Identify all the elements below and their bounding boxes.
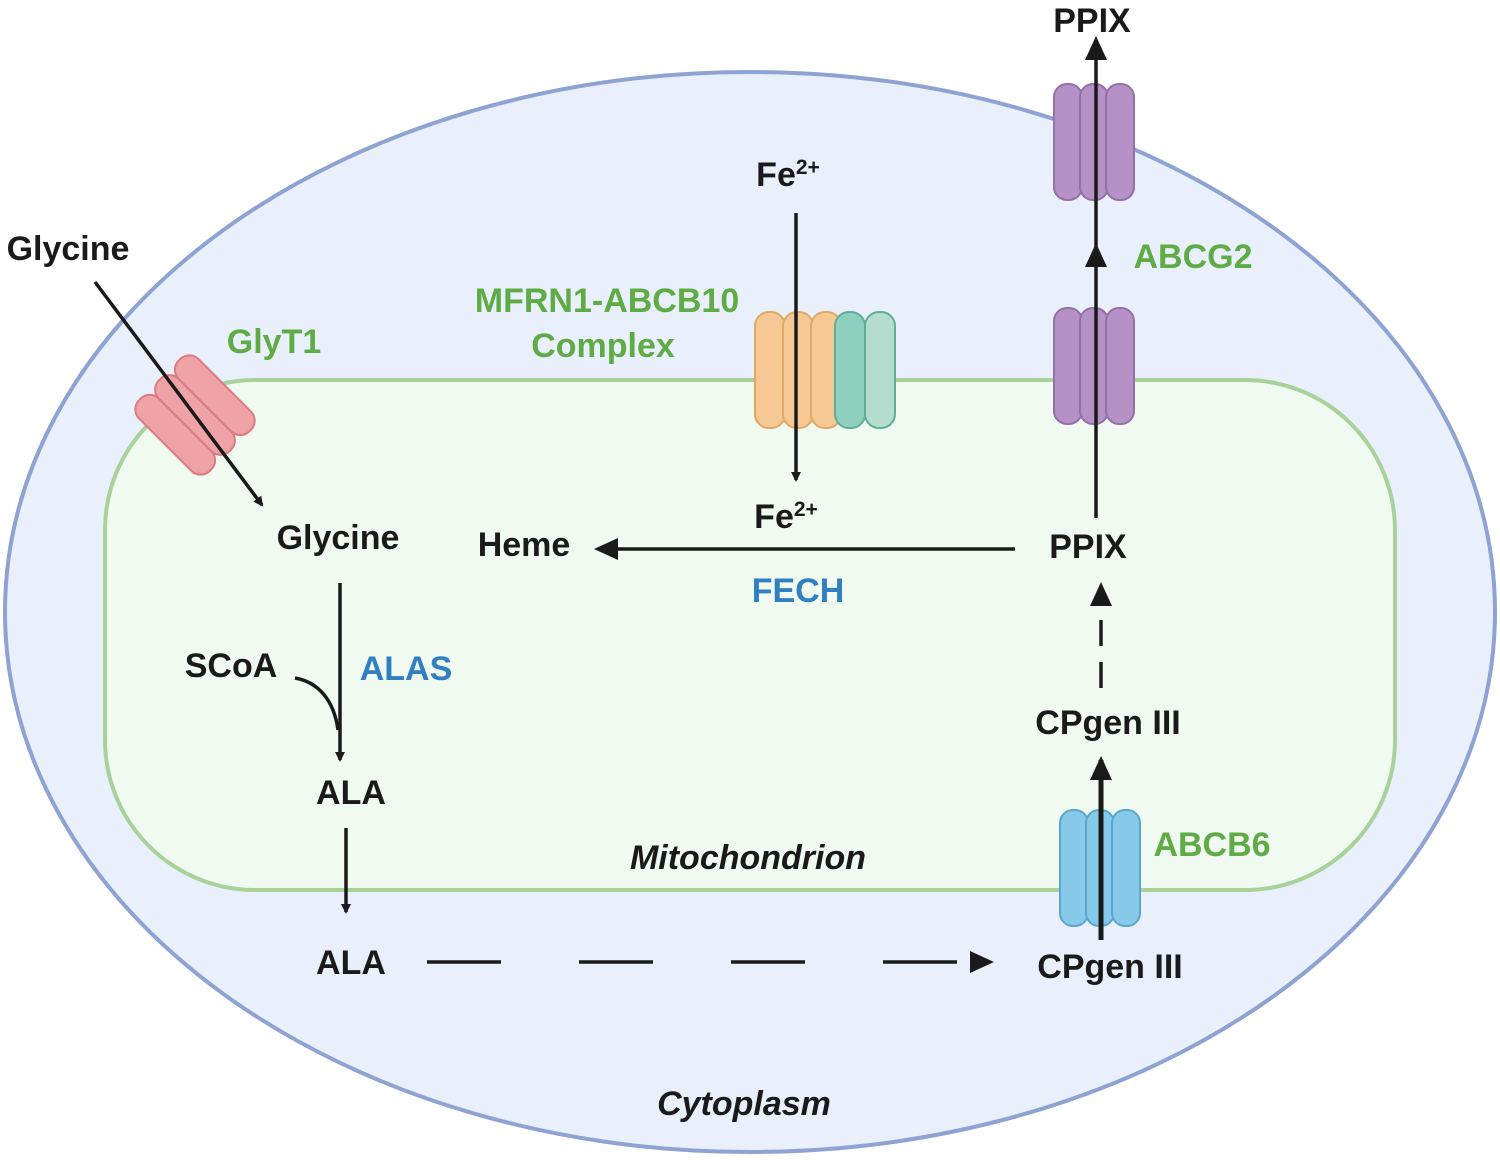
mitochondrion-label: Mitochondrion [630,839,866,877]
cpgen-inside-label: CPgen III [1035,704,1180,742]
heme-label: Heme [478,526,571,564]
fe-outside-label: Fe2+ [756,156,820,194]
alas-label: ALAS [360,650,453,688]
abcg2-mito-transporter [1053,307,1135,425]
arrow-scoa-to-ala [294,676,340,731]
mitochondrion-membrane [103,378,1397,892]
abcb6-label: ABCB6 [1153,826,1270,864]
glycine-outside-label: Glycine [7,230,130,268]
abcg2-outer-transporter [1053,83,1135,201]
fe-inside-label: Fe2+ [754,498,818,536]
ala-inside-label: ALA [316,774,386,812]
abcg2-label: ABCG2 [1133,238,1252,276]
fech-label: FECH [752,572,845,610]
ppix-outside-label: PPIX [1053,2,1131,40]
arrow-glycine-import [93,280,264,507]
mfrn1-abcb10-label-line1: MFRN1-ABCB10 [475,282,739,320]
glycine-inside-label: Glycine [277,519,400,557]
ala-outside-label: ALA [316,944,386,982]
mfrn1-abcb10-complex [754,311,896,429]
cytoplasm-label: Cytoplasm [657,1085,831,1123]
mfrn1-abcb10-label-line2: Complex [531,327,675,365]
glyt1-label: GlyT1 [227,323,321,361]
scoa-label: SCoA [185,647,278,685]
cpgen-outside-label: CPgen III [1037,948,1182,986]
ppix-inside-label: PPIX [1049,528,1127,566]
